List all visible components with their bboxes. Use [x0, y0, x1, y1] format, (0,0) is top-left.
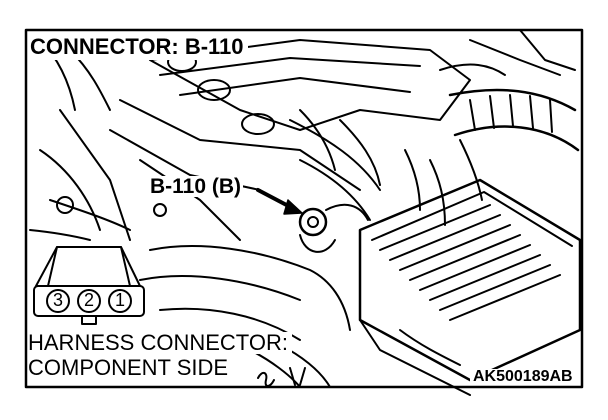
connector-title: CONNECTOR: B-110 [30, 36, 248, 60]
harness-label-line1: HARNESS CONNECTOR: [28, 332, 292, 354]
harness-label-line2: COMPONENT SIDE [28, 355, 231, 380]
figure-code: AK500189AB [470, 369, 576, 385]
intake-manifold [149, 39, 471, 131]
gasket-ring-3 [241, 113, 275, 135]
connector-pin-2: 2 [83, 290, 94, 310]
gasket-ring-2 [197, 79, 231, 101]
air-intake-hose [448, 88, 577, 112]
connector-latch [81, 315, 97, 325]
connector-b110-component [298, 207, 328, 237]
figure-border [24, 28, 584, 389]
connector-pin-1: 1 [114, 290, 125, 310]
callout-label: B-110 (B) [148, 175, 244, 198]
connector-pin-3: 3 [52, 290, 63, 310]
